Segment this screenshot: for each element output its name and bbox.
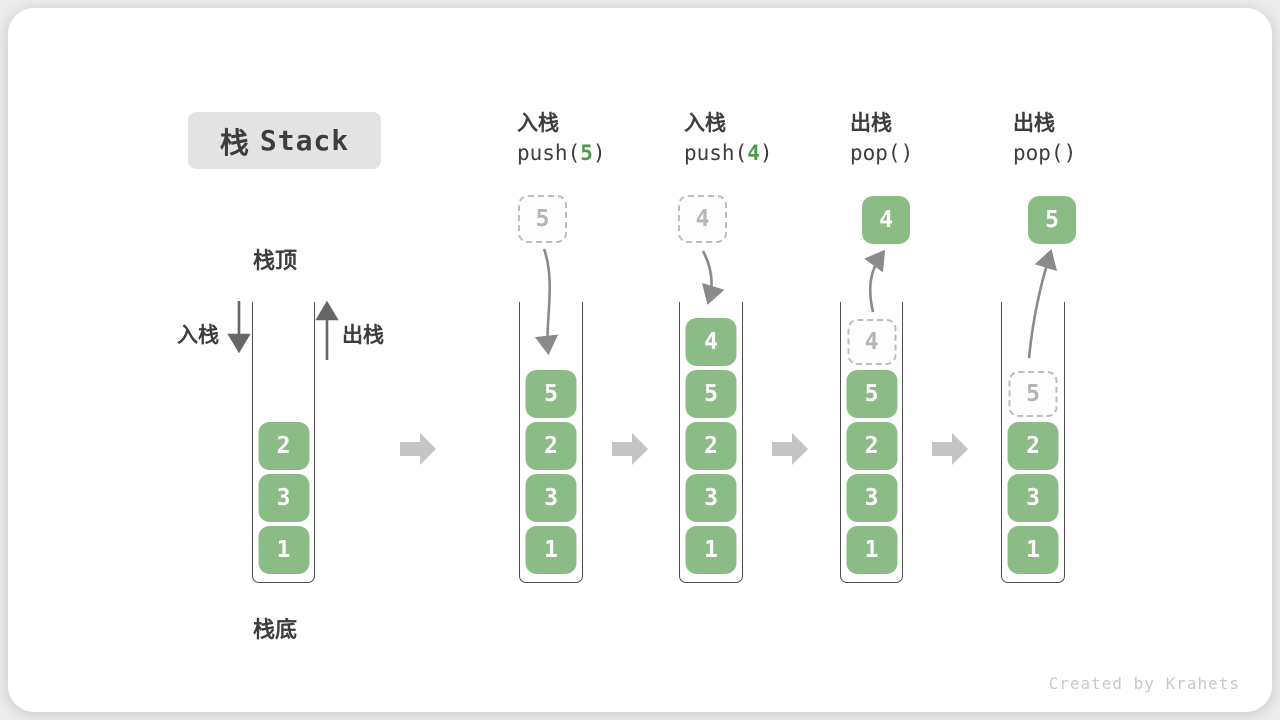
op1-code: push(5) [517, 141, 606, 165]
op2-code: push(4) [684, 141, 773, 165]
ghost-block: 4 [847, 319, 896, 365]
stack-block: 3 [258, 474, 309, 522]
stack-block: 2 [525, 422, 577, 470]
op3-label: 出栈 [850, 112, 892, 135]
stack-block: 1 [1007, 526, 1059, 574]
stack-block: 2 [258, 422, 309, 470]
stack-block: 2 [846, 422, 897, 470]
stack-block: 5 [525, 370, 577, 418]
incoming-block: 5 [518, 195, 567, 243]
op3-code: pop() [850, 141, 913, 165]
stack-block: 1 [525, 526, 577, 574]
incoming-block: 4 [678, 195, 727, 243]
stack-block: 5 [846, 370, 897, 418]
stack-block: 3 [685, 474, 737, 522]
stack-container-3: 4 5 2 3 1 [679, 302, 743, 583]
stack-block: 4 [685, 318, 737, 366]
stack-block: 2 [1007, 422, 1059, 470]
stack-container-4: 4 5 2 3 1 [840, 302, 903, 583]
stack-top-label: 栈顶 [253, 248, 298, 273]
op1-label: 入栈 [517, 112, 559, 135]
op3-fn: pop( [850, 141, 901, 165]
popped-block: 5 [1028, 196, 1076, 244]
title-english: Stack [259, 124, 350, 157]
stack-block: 1 [846, 526, 897, 574]
stack-bottom-label: 栈底 [253, 617, 298, 642]
op1-fn: push( [517, 141, 581, 165]
pop-side-label: 出栈 [342, 324, 384, 347]
op4-close: ) [1063, 141, 1077, 165]
op3-close: ) [900, 141, 914, 165]
stack-block: 3 [846, 474, 897, 522]
title-chinese: 栈 [219, 127, 249, 160]
watermark: Created by Krahets [1048, 674, 1240, 693]
stack-container-1: 2 3 1 [252, 302, 315, 583]
op4-label: 出栈 [1013, 112, 1055, 135]
diagram-title: 栈 Stack [188, 112, 381, 169]
stack-block: 5 [685, 370, 737, 418]
stack-block: 1 [258, 526, 309, 574]
op2-close: ) [759, 141, 773, 165]
op2-arg: 4 [747, 141, 760, 165]
stack-block: 1 [685, 526, 737, 574]
stack-container-2: 5 2 3 1 [519, 302, 583, 583]
stack-block: 3 [525, 474, 577, 522]
op4-fn: pop( [1013, 141, 1064, 165]
push-side-label: 入栈 [177, 324, 219, 347]
op4-code: pop() [1013, 141, 1076, 165]
stack-block: 3 [1007, 474, 1059, 522]
stack-block: 2 [685, 422, 737, 470]
op2-label: 入栈 [684, 112, 726, 135]
op2-fn: push( [684, 141, 748, 165]
ghost-block: 5 [1008, 371, 1058, 417]
stack-container-5: 5 2 3 1 [1001, 302, 1065, 583]
op1-close: ) [592, 141, 606, 165]
op1-arg: 5 [580, 141, 593, 165]
popped-block: 4 [862, 196, 910, 244]
